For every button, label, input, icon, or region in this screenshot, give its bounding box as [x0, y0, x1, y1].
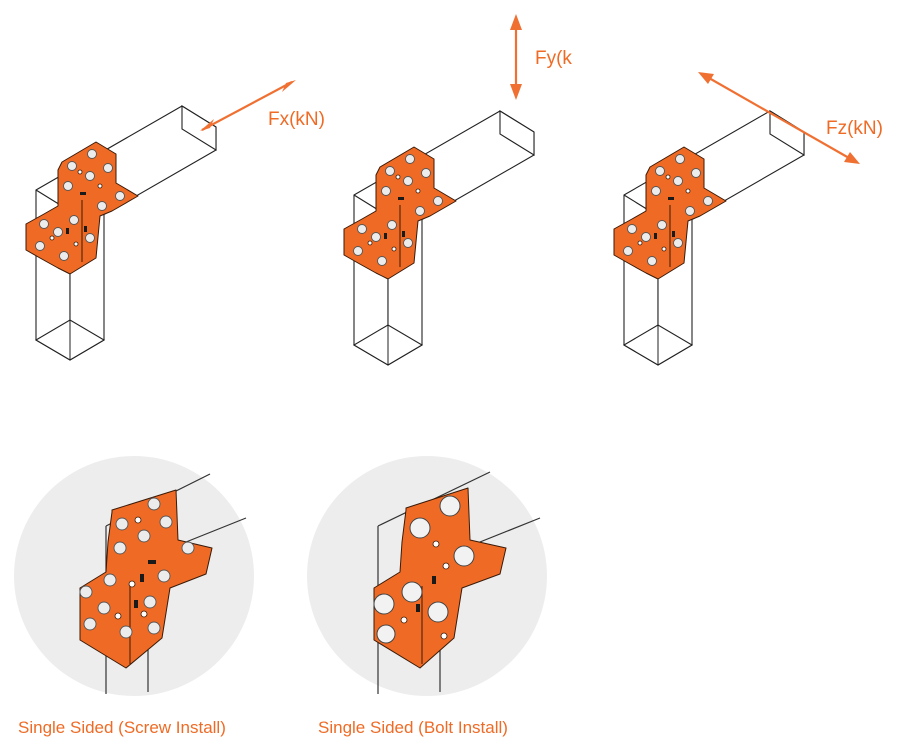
arrow-fy — [510, 14, 522, 100]
fy-label: Fy(k — [535, 48, 572, 69]
caption-bolt-install: Single Sided (Bolt Install) — [318, 718, 508, 737]
fz-label: Fz(kN) — [826, 118, 883, 139]
assembly-fx — [25, 105, 217, 361]
detail-bolt-install — [307, 456, 547, 696]
caption-screw-install: Single Sided (Screw Install) — [18, 718, 226, 737]
detail-screw-install — [14, 456, 254, 696]
arrow-fx — [200, 80, 296, 131]
fx-label: Fx(kN) — [268, 109, 325, 130]
arrow-fz — [698, 72, 860, 164]
assembly-fy — [343, 110, 535, 366]
assembly-fz — [613, 110, 805, 366]
